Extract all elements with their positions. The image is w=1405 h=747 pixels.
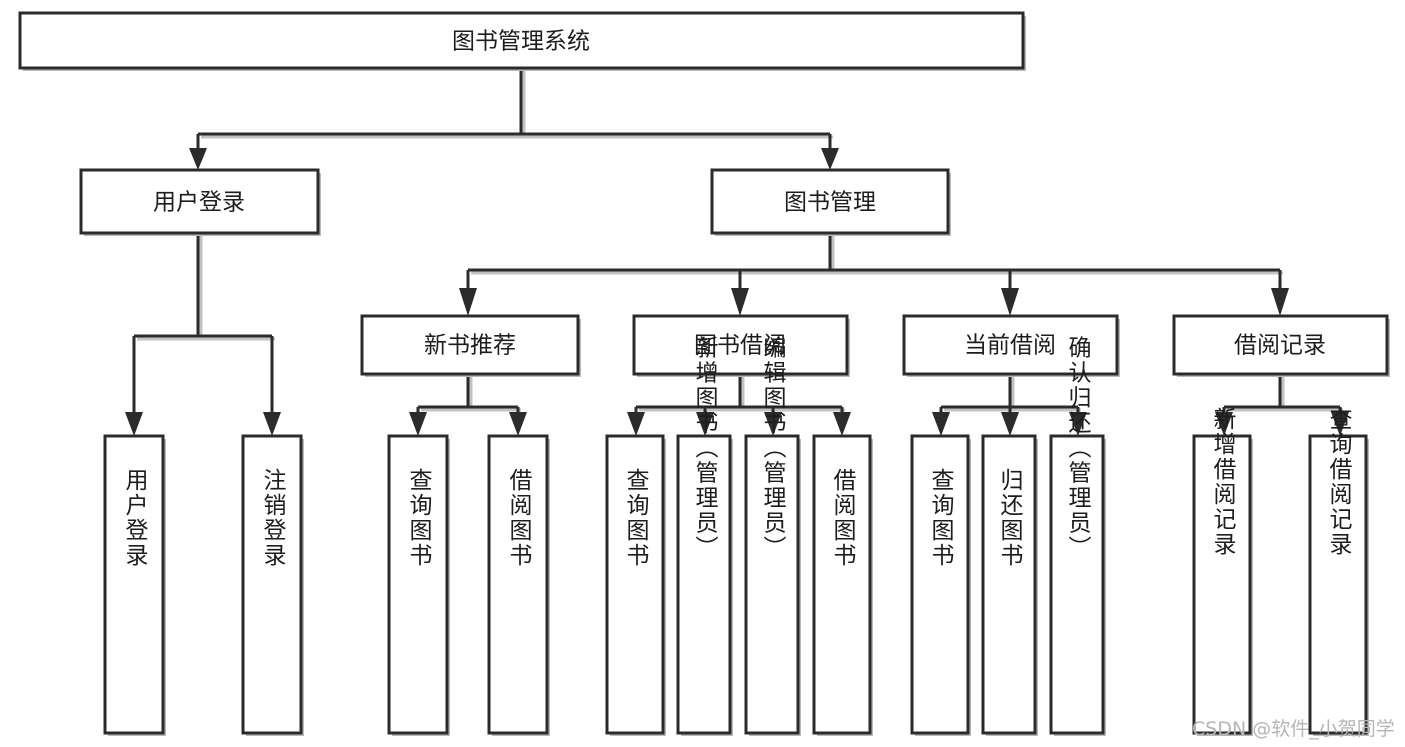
leaf-user-login-box (103, 434, 165, 735)
arrow-cb-c2 (1001, 412, 1019, 436)
arrow-br-c2 (1331, 412, 1349, 436)
node-book-borrow[interactable]: 图书借阅 (632, 314, 850, 377)
leaf-query-book-3-box (910, 434, 970, 735)
node-leaf-borrow-book-2[interactable]: 借阅图书 (812, 434, 873, 736)
node-current-borrow[interactable]: 当前借阅 (902, 314, 1120, 377)
root-box (18, 11, 1025, 70)
new-book-recommend-label: 新书推荐 (424, 333, 516, 359)
leaf-confirm-return-box (1049, 434, 1105, 735)
borrow-record-label: 借阅记录 (1234, 333, 1326, 359)
leaf-add-book-label: 新增图书（管理员） (691, 336, 719, 561)
leaf-borrow-book-2-box (812, 434, 872, 735)
leaf-add-book-box (676, 434, 732, 735)
leaf-query-record-label: 查询借阅记录 (1325, 407, 1353, 557)
arrow-to-book-borrow (731, 288, 749, 316)
root-label: 图书管理系统 (452, 29, 590, 55)
arrow-to-borrow-record (1271, 288, 1289, 316)
node-leaf-user-login[interactable]: 用户登录 (103, 434, 166, 736)
node-leaf-query-book-3[interactable]: 查询图书 (910, 434, 971, 736)
book-manage-label: 图书管理 (784, 190, 876, 216)
arrow-nbr-c2 (509, 412, 527, 436)
arrow-to-leaf-user-login (125, 412, 143, 436)
edge-layer (125, 68, 1349, 436)
user-login-box (79, 168, 320, 235)
leaf-edit-book-label: 编辑图书（管理员） (759, 336, 787, 561)
node-leaf-confirm-return[interactable]: 确认归还（管理员） (1049, 336, 1106, 737)
leaf-query-book-3-label: 查询图书 (927, 468, 955, 568)
node-new-book-recommend[interactable]: 新书推荐 (360, 314, 581, 377)
leaf-query-book-2-label: 查询图书 (622, 468, 650, 568)
leaf-return-book-label: 归还图书 (996, 468, 1024, 568)
arrow-cb-c1 (932, 412, 950, 436)
leaf-confirm-return-label: 确认归还（管理员） (1064, 336, 1092, 561)
node-leaf-add-record[interactable]: 新增借阅记录 (1192, 407, 1253, 736)
leaf-add-record-label: 新增借阅记录 (1209, 407, 1237, 557)
node-leaf-borrow-book-1[interactable]: 借阅图书 (487, 434, 550, 736)
node-leaf-user-logout[interactable]: 注销登录 (241, 434, 304, 736)
borrow-record-box (1172, 314, 1389, 376)
node-user-login[interactable]: 用户登录 (79, 168, 321, 236)
node-leaf-return-book[interactable]: 归还图书 (981, 434, 1038, 736)
node-leaf-query-book-1[interactable]: 查询图书 (387, 434, 450, 736)
node-leaf-query-book-2[interactable]: 查询图书 (605, 434, 666, 736)
leaf-add-record-box (1192, 434, 1252, 735)
current-borrow-box (902, 314, 1119, 376)
book-manage-box (710, 168, 950, 235)
leaf-edit-book-box (744, 434, 800, 735)
arrow-to-user-login (189, 148, 207, 170)
arrow-nbr-c1 (409, 412, 427, 436)
arrow-to-new-book-recommend (459, 288, 477, 316)
leaf-query-book-1-box (387, 434, 449, 735)
node-leaf-edit-book[interactable]: 编辑图书（管理员） (744, 336, 801, 737)
leaf-borrow-book-1-label: 借阅图书 (505, 468, 533, 568)
leaf-user-login-label: 用户登录 (121, 468, 149, 568)
node-borrow-record[interactable]: 借阅记录 (1172, 314, 1390, 377)
node-root[interactable]: 图书管理系统 (18, 11, 1026, 71)
arrow-to-current-borrow (1001, 288, 1019, 316)
leaf-query-book-2-box (605, 434, 665, 735)
current-borrow-label: 当前借阅 (964, 333, 1056, 359)
new-book-recommend-box (360, 314, 580, 376)
arrow-cb-c3 (1069, 412, 1087, 436)
arrow-bb-c3 (764, 412, 782, 436)
node-book-manage[interactable]: 图书管理 (710, 168, 951, 236)
node-leaf-add-book[interactable]: 新增图书（管理员） (676, 336, 733, 737)
node-leaf-query-record[interactable]: 查询借阅记录 (1308, 407, 1369, 736)
csdn-watermark: CSDN @软件_小贺同学 (1192, 718, 1395, 740)
book-borrow-label: 图书借阅 (694, 333, 786, 359)
leaf-user-logout-box (241, 434, 303, 735)
leaf-query-record-box (1308, 434, 1368, 735)
user-login-label: 用户登录 (153, 190, 245, 216)
arrow-to-leaf-user-logout (263, 412, 281, 436)
arrow-br-c1 (1215, 412, 1233, 436)
book-borrow-box (632, 314, 849, 376)
leaf-query-book-1-label: 查询图书 (405, 468, 433, 568)
arrow-bb-c4 (833, 412, 851, 436)
leaf-borrow-book-1-box (487, 434, 549, 735)
arrow-to-book-manage (821, 148, 839, 170)
arrow-bb-c1 (627, 412, 645, 436)
leaf-borrow-book-2-label: 借阅图书 (829, 468, 857, 568)
leaf-return-book-box (981, 434, 1037, 735)
arrow-bb-c2 (696, 412, 714, 436)
leaf-user-logout-label: 注销登录 (259, 468, 287, 568)
